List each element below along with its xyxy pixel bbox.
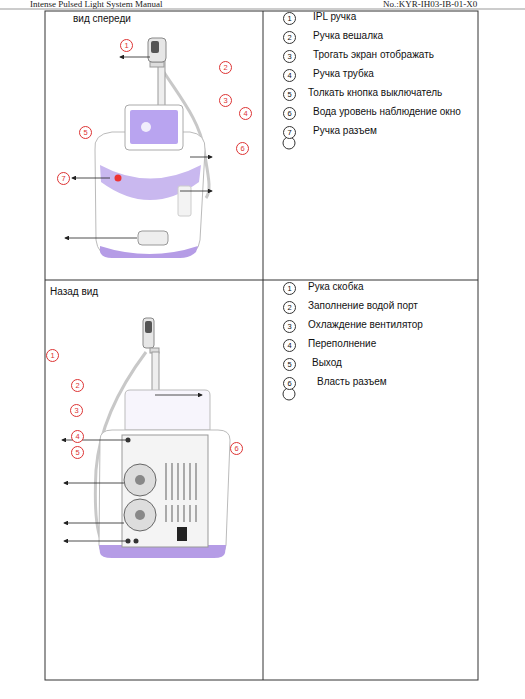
- list-number: 4: [283, 69, 296, 82]
- list-number: 2: [283, 301, 296, 314]
- header-title: Intense Pulsed Light System Manual: [30, 0, 163, 9]
- list-number: 6: [283, 377, 296, 390]
- list-number: 1: [283, 12, 296, 25]
- part-name: Рука скобка: [308, 281, 364, 292]
- list-number: 3: [283, 320, 296, 333]
- document-number: No.:KYR-IH03-IB-01-X0: [383, 0, 477, 9]
- part-name: Ручка трубка: [313, 68, 374, 79]
- list-number: 5: [283, 88, 296, 101]
- part-name: IPL ручка: [313, 11, 356, 22]
- part-name: Ручка вешалка: [313, 30, 383, 41]
- callout-number: 1: [46, 349, 59, 362]
- callout-number: 4: [239, 107, 252, 120]
- list-number: 4: [283, 339, 296, 352]
- callout-number: 2: [219, 61, 232, 74]
- part-name: Выход: [312, 357, 342, 368]
- part-name: Переполнение: [308, 338, 376, 349]
- view-title: Назад вид: [50, 286, 98, 297]
- part-name: Власть разъем: [317, 376, 387, 387]
- list-number: 2: [283, 31, 296, 44]
- callout-number: 2: [71, 379, 84, 392]
- callout-number: 7: [57, 172, 70, 185]
- part-name: Вода уровень наблюдение окно: [313, 106, 461, 117]
- list-number: 6: [283, 107, 296, 120]
- callout-number: 6: [236, 142, 249, 155]
- list-number: 5: [283, 358, 296, 371]
- part-name: Заполнение водой порт: [308, 300, 418, 311]
- part-name: Трогать экран отображать: [313, 49, 434, 60]
- callout-number: 6: [230, 442, 243, 455]
- list-number: 7: [283, 126, 296, 139]
- part-name: Охлаждение вентилятор: [308, 319, 423, 330]
- callout-number: 5: [71, 446, 84, 459]
- list-number: 3: [283, 50, 296, 63]
- list-number: 1: [283, 282, 296, 295]
- part-name: Толкать кнопка выключатель: [308, 87, 442, 98]
- callout-number: 1: [120, 39, 133, 52]
- callout-number: 3: [70, 404, 83, 417]
- part-name: Ручка разъем: [313, 125, 377, 136]
- callout-number: 5: [79, 126, 92, 139]
- callout-number: 3: [219, 94, 232, 107]
- view-title: вид спереди: [73, 13, 131, 24]
- callout-number: 4: [71, 430, 84, 443]
